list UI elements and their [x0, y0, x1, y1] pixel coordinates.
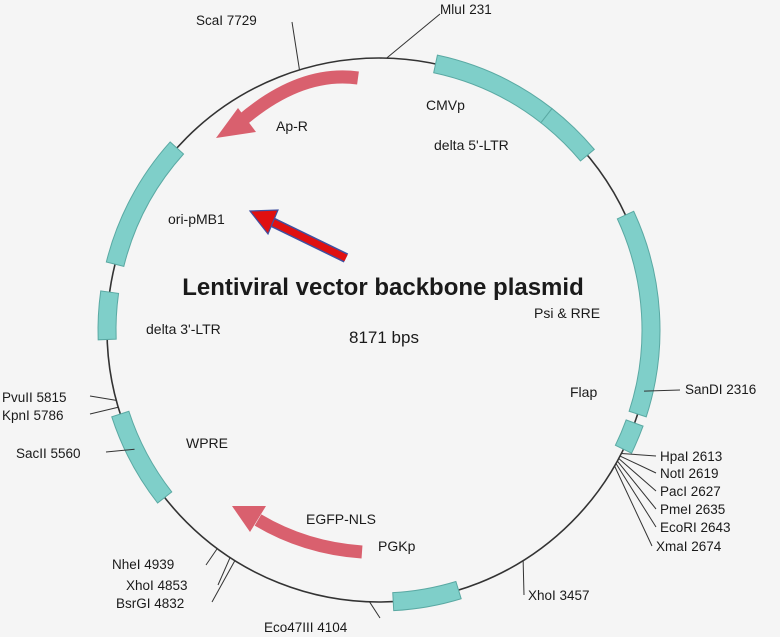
site-label-hpai-2613: HpaI 2613 [660, 449, 722, 464]
box-pgkp [392, 580, 462, 612]
feature-label-wpre: WPRE [186, 435, 228, 451]
site-label-xhoi-3457: XhoI 3457 [528, 588, 590, 603]
ori-arrow-head [248, 209, 279, 236]
tick-mlui [386, 13, 441, 59]
feature-boxes [97, 54, 661, 612]
feature-label-ori-pmb1: ori-pMB1 [168, 211, 225, 227]
tick-scai [291, 21, 300, 70]
site-label-noti-2619: NotI 2619 [660, 466, 719, 481]
ap-r-arrow-head [216, 108, 256, 138]
feature-label-egfp-nls: EGFP-NLS [306, 511, 376, 527]
plasmid-title: Lentiviral vector backbone plasmid [182, 274, 583, 301]
tick-hpai [621, 452, 657, 457]
feature-label-ap-r: Ap-R [276, 118, 308, 134]
box-psi-rre [616, 210, 661, 418]
site-label-xmai-2674: XmaI 2674 [656, 539, 722, 554]
site-ticks [89, 13, 681, 619]
feature-label-delta-3-ltr: delta 3'-LTR [146, 321, 221, 337]
site-label-ecori-2643: EcoRI 2643 [660, 520, 731, 535]
tick-sacii [105, 448, 135, 453]
feature-label-pgkp: PGKp [378, 538, 416, 554]
site-label-pvuii-5815: PvuII 5815 [2, 390, 67, 405]
site-label-sacii-5560: SacII 5560 [16, 446, 81, 461]
site-label-bsrgi-4832: BsrGI 4832 [116, 596, 184, 611]
tick-noti [619, 455, 657, 474]
ap-r-arrow-body [235, 70, 359, 127]
tick-nhei [205, 548, 218, 566]
ori-arrow-body [270, 218, 348, 262]
site-label-paci-2627: PacI 2627 [660, 484, 721, 499]
feature-label-psi-rre: Psi & RRE [534, 305, 600, 321]
tick-kpni [89, 406, 119, 415]
site-label-kpni-5786: KpnI 5786 [2, 408, 64, 423]
feature-label-cmvp: CMVp [426, 97, 465, 113]
tick-bsrgi [211, 560, 236, 603]
site-label-nhei-4939: NheI 4939 [112, 557, 174, 572]
plasmid-size: 8171 bps [349, 328, 419, 347]
tick-sandi [644, 389, 681, 392]
egfp-nls-arrow-body [254, 514, 363, 559]
feature-label-delta-5-ltr: delta 5'-LTR [434, 137, 509, 153]
tick-xmai [614, 465, 653, 547]
egfp-nls-arrow-head [232, 506, 266, 532]
tick-ecori [615, 463, 657, 528]
site-label-scai-7729: ScaI 7729 [196, 13, 257, 28]
tick-xhoi-4853 [217, 557, 231, 586]
site-label-pmei-2635: PmeI 2635 [660, 502, 725, 517]
box-flap [614, 419, 644, 454]
box-ori [105, 141, 185, 267]
tick-pvuii [89, 395, 117, 401]
site-label-mlui-231: MluI 231 [440, 2, 492, 17]
box-delta-5-ltr [540, 107, 595, 162]
box-delta-3-ltr [97, 290, 120, 341]
site-label-sandi-2316: SanDI 2316 [685, 382, 756, 397]
tick-paci [618, 458, 657, 492]
feature-label-flap: Flap [570, 384, 597, 400]
site-label-eco47iii-4104: Eco47III 4104 [264, 620, 348, 635]
tick-xhoi-3457 [522, 560, 525, 596]
tick-eco47iii [369, 601, 381, 619]
site-label-xhoi-4853: XhoI 4853 [126, 578, 188, 593]
box-wpre [111, 410, 173, 504]
tick-pmei [616, 460, 657, 510]
